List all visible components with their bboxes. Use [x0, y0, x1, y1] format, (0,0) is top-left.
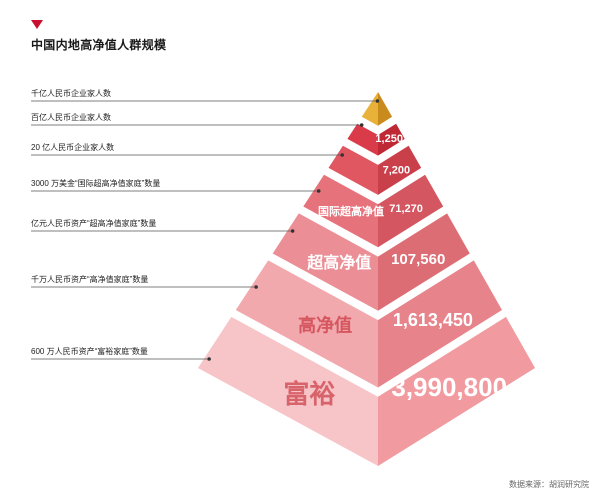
tier-name-label: 高净值 [298, 314, 352, 335]
tier-front-face [235, 260, 378, 388]
tier-value-label: 1,250 [375, 133, 403, 145]
tier-front-face [272, 213, 378, 311]
tier-right-face [378, 260, 502, 388]
tier-description-label: 亿元人民币资产“超高净值家庭”数量 [31, 218, 156, 228]
tier-front-face [303, 174, 378, 248]
tier-value-label: 71,270 [389, 203, 423, 215]
title-marker-icon [31, 20, 43, 29]
chart-title: 中国内地高净值人群规模 [31, 38, 167, 52]
tier-front-face [198, 316, 378, 466]
tier-right-face [378, 316, 535, 466]
tier-name-label: 富裕 [283, 379, 335, 409]
leader-dot [375, 99, 380, 103]
pyramid-tier: 1,250 百亿人民币企业家人数 [31, 112, 405, 156]
tier-front-face [361, 92, 378, 126]
tier-description-label: 千万人民币资产“高净值家庭”数量 [31, 274, 148, 284]
leader-dot [340, 153, 345, 157]
tier-value-label: 3,990,800 [391, 372, 507, 402]
tier-right-face [378, 145, 422, 195]
tier-description-label: 20 亿人民币企业家人数 [31, 142, 114, 152]
tier-description-label: 百亿人民币企业家人数 [31, 112, 111, 122]
pyramid-tier: 超高净值 107,560 亿元人民币资产“超高净值家庭”数量 [31, 213, 470, 311]
tier-right-face [378, 174, 444, 248]
pyramid-tier: 千亿人民币企业家人数 [31, 88, 393, 126]
tier-front-face [328, 145, 378, 195]
tier-right-face [378, 92, 393, 126]
tier-description-label: 600 万人民币资产“富裕家庭”数量 [31, 346, 148, 356]
tier-name-label: 国际超高净值 [318, 204, 384, 218]
tier-name-label: 超高净值 [306, 253, 371, 272]
tier-description-label: 千亿人民币企业家人数 [31, 88, 111, 98]
source-note: 数据来源：胡润研究院 [509, 480, 589, 489]
tier-value-label: 7,200 [383, 164, 411, 176]
leader-dot [290, 229, 295, 233]
pyramid-tier: 富裕 3,990,800 600 万人民币资产“富裕家庭”数量 [31, 316, 535, 466]
leader-dot [207, 357, 211, 361]
leader-dot [254, 285, 258, 289]
tier-value-label: 107,560 [391, 251, 445, 268]
tier-front-face [347, 123, 378, 156]
tier-value-label: 1,613,450 [393, 310, 473, 330]
leader-dot [359, 123, 364, 127]
leader-dot [316, 189, 321, 193]
pyramid-tier: 高净值 1,613,450 千万人民币资产“高净值家庭”数量 [31, 260, 502, 388]
pyramid-tier: 国际超高净值 71,270 3000 万美金“国际超高净值家庭”数量 [31, 174, 444, 248]
tier-description-label: 3000 万美金“国际超高净值家庭”数量 [31, 178, 160, 188]
tier-right-face [378, 123, 405, 156]
pyramid-tier: 7,200 20 亿人民币企业家人数 [31, 142, 422, 195]
tier-right-face [378, 213, 470, 311]
